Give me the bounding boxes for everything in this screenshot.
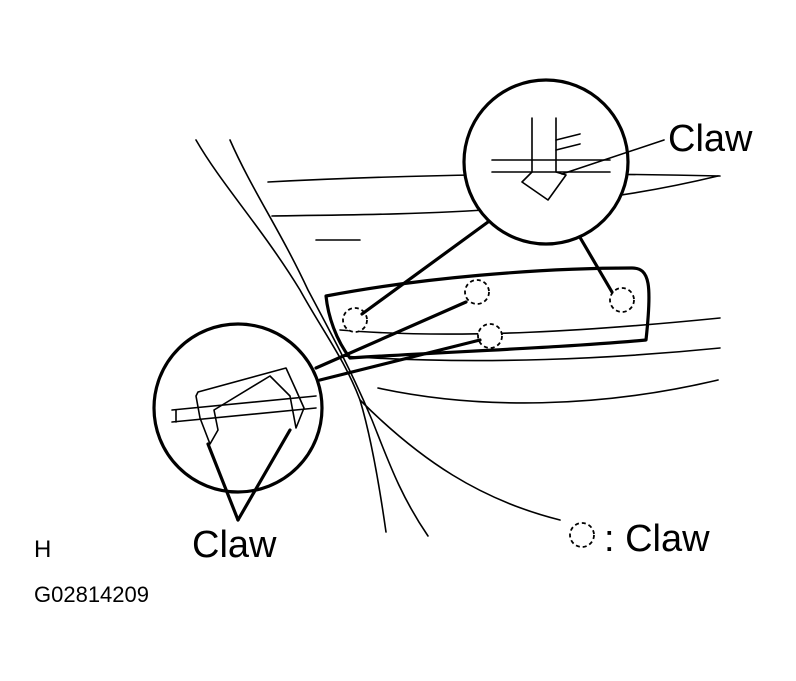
claw-label-top: Claw: [668, 118, 753, 160]
claw-bottom-callout-line-right: [236, 428, 292, 522]
figure-code: G02814209: [34, 582, 149, 607]
legend-claw-label: : Claw: [604, 518, 710, 560]
magnifier-leader-lines: [314, 220, 614, 382]
legend-claw-symbol: [569, 522, 595, 548]
claw-label-bottom: Claw: [192, 524, 277, 566]
claw-position-marker: [477, 323, 503, 349]
trim-panel: [324, 266, 651, 360]
claw-top-callout-line: [561, 139, 665, 175]
claw-position-marker: [609, 287, 635, 313]
top-detail-circle: [462, 78, 630, 246]
view-letter: H: [34, 536, 52, 563]
bottom-detail-circle: [152, 322, 324, 494]
claw-position-marker: [464, 279, 490, 305]
claw-bottom-callout-line-left: [206, 442, 240, 522]
